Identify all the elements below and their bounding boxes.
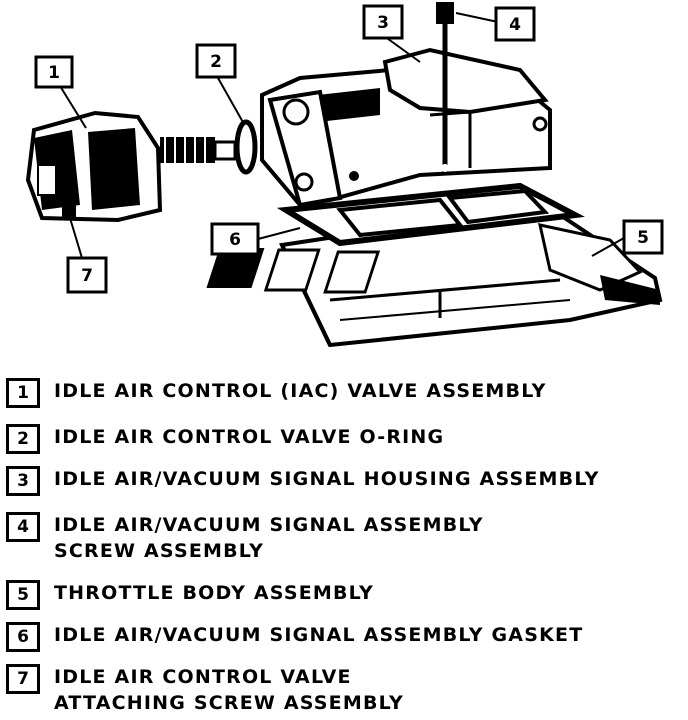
legend-line: IDLE AIR CONTROL VALVE	[54, 666, 352, 688]
legend-line: IDLE AIR/VACUUM SIGNAL HOUSING ASSEMBLY	[54, 468, 600, 490]
callout-2: 2	[195, 43, 237, 79]
callout-3-label: 3	[377, 13, 389, 33]
callout-3: 3	[362, 4, 404, 40]
legend-label: IDLE AIR CONTROL VALVE ATTACHING SCREW A…	[54, 664, 404, 716]
legend-line: THROTTLE BODY ASSEMBLY	[54, 582, 374, 604]
callout-6-label: 6	[229, 230, 241, 250]
legend-item: 6 IDLE AIR/VACUUM SIGNAL ASSEMBLY GASKET	[6, 622, 583, 652]
legend-line: IDLE AIR CONTROL (IAC) VALVE ASSEMBLY	[54, 380, 547, 402]
callout-1: 1	[34, 55, 74, 89]
legend-line: IDLE AIR/VACUUM SIGNAL ASSEMBLY	[54, 514, 484, 536]
legend-item: 5 THROTTLE BODY ASSEMBLY	[6, 580, 374, 610]
housing-drawing	[260, 47, 552, 208]
legend-item: 4 IDLE AIR/VACUUM SIGNAL ASSEMBLY SCREW …	[6, 512, 484, 564]
callout-2-label: 2	[210, 52, 222, 72]
legend-line: ATTACHING SCREW ASSEMBLY	[54, 692, 404, 714]
callout-1-label: 1	[48, 63, 60, 83]
legend-number: 1	[6, 378, 40, 408]
exploded-parts-diagram: 1 2 3 4 5 6 7	[25, 2, 664, 348]
legend-line: IDLE AIR CONTROL VALVE O-RING	[54, 426, 445, 448]
legend-line: SCREW ASSEMBLY	[54, 540, 265, 562]
legend-number: 4	[6, 512, 40, 542]
gasket-drawing	[276, 182, 585, 247]
callout-7: 7	[66, 256, 108, 294]
callout-6: 6	[210, 222, 260, 256]
legend-label: IDLE AIR/VACUUM SIGNAL ASSEMBLY SCREW AS…	[54, 512, 484, 564]
legend-item: 2 IDLE AIR CONTROL VALVE O-RING	[6, 424, 444, 454]
legend-line: IDLE AIR/VACUUM SIGNAL ASSEMBLY GASKET	[54, 624, 584, 646]
legend-label: IDLE AIR CONTROL VALVE O-RING	[54, 424, 444, 450]
legend-number: 2	[6, 424, 40, 454]
legend-item: 1 IDLE AIR CONTROL (IAC) VALVE ASSEMBLY	[6, 378, 547, 408]
callout-4: 4	[494, 6, 536, 42]
legend-number: 7	[6, 664, 40, 694]
iac-valve-drawing	[25, 110, 237, 223]
legend-item: 7 IDLE AIR CONTROL VALVE ATTACHING SCREW…	[6, 664, 404, 716]
screw-drawing	[436, 2, 454, 172]
callout-5: 5	[622, 219, 664, 255]
o-ring-drawing	[234, 119, 258, 175]
callout-7-label: 7	[81, 266, 93, 286]
legend-number: 5	[6, 580, 40, 610]
callout-4-label: 4	[509, 15, 521, 35]
legend-label: IDLE AIR/VACUUM SIGNAL HOUSING ASSEMBLY	[54, 466, 600, 492]
legend-label: THROTTLE BODY ASSEMBLY	[54, 580, 374, 606]
leader-lines	[59, 12, 625, 259]
legend-label: IDLE AIR CONTROL (IAC) VALVE ASSEMBLY	[54, 378, 547, 404]
legend-item: 3 IDLE AIR/VACUUM SIGNAL HOUSING ASSEMBL…	[6, 466, 600, 496]
legend-number: 6	[6, 622, 40, 652]
legend-label: IDLE AIR/VACUUM SIGNAL ASSEMBLY GASKET	[54, 622, 583, 648]
legend-number: 3	[6, 466, 40, 496]
callout-5-label: 5	[637, 228, 649, 248]
